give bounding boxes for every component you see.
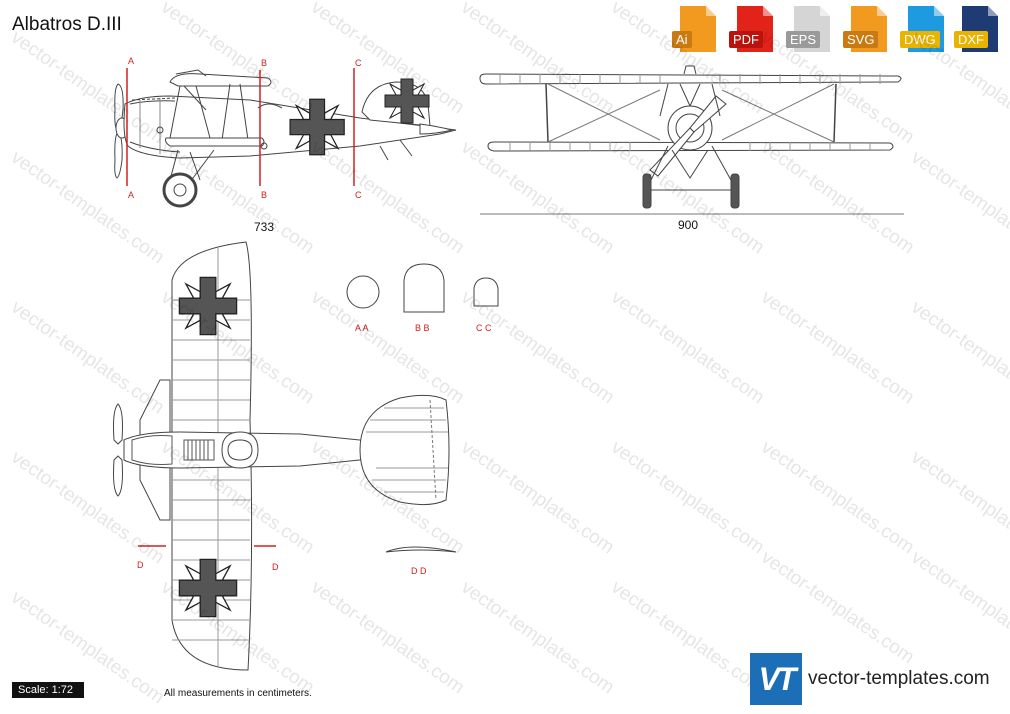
scale-badge: Scale: 1:72	[12, 682, 84, 698]
watermark: vector-templates.com	[7, 147, 168, 268]
watermark: vector-templates.com	[457, 577, 618, 698]
section-dd-label: D D	[411, 566, 427, 576]
measurement-note: All measurements in centimeters.	[164, 688, 312, 699]
format-dwg-label: DWG	[900, 31, 940, 48]
page-title: Albatros D.III	[12, 14, 122, 35]
watermark: vector-templates.com	[457, 287, 618, 408]
section-a-top: A	[128, 56, 134, 66]
watermark: vector-templates.com	[907, 547, 1010, 668]
watermark: vector-templates.com	[907, 27, 1010, 148]
watermark: vector-templates.com	[757, 27, 918, 148]
watermark: vector-templates.com	[757, 437, 918, 558]
watermark: vector-templates.com	[457, 137, 618, 258]
format-dxf-label: DXF	[954, 31, 988, 48]
watermark: vector-templates.com	[907, 297, 1010, 418]
watermark: vector-templates.com	[7, 297, 168, 418]
format-eps-label: EPS	[786, 31, 821, 48]
brand-logo[interactable]: VT	[750, 653, 802, 705]
front-view	[479, 65, 902, 209]
top-view	[113, 241, 450, 671]
span-dimension: 733	[254, 220, 274, 234]
format-eps-button[interactable]: EPS	[786, 6, 834, 52]
section-aa-profile	[346, 275, 380, 309]
watermark: vector-templates.com	[457, 437, 618, 558]
cross-sections	[346, 263, 499, 553]
watermark: vector-templates.com	[307, 137, 468, 258]
section-c-top: C	[355, 58, 362, 68]
section-cc-profile	[473, 277, 499, 307]
brand-site-link[interactable]: vector-templates.com	[808, 668, 990, 689]
side-section-lines	[126, 68, 355, 186]
format-dwg-button[interactable]: DWG	[900, 6, 948, 52]
section-c-bottom: C	[355, 190, 362, 200]
watermark: vector-templates.com	[907, 147, 1010, 268]
section-b-bottom: B	[261, 190, 267, 200]
length-dimension: 900	[678, 218, 698, 232]
watermark: vector-templates.com	[757, 287, 918, 408]
section-aa-label: A A	[355, 323, 369, 333]
section-bb-profile	[403, 263, 445, 313]
watermark: vector-templates.com	[607, 437, 768, 558]
section-cc-label: C C	[476, 323, 492, 333]
format-svg-button[interactable]: SVG	[843, 6, 891, 52]
format-svg-label: SVG	[843, 31, 879, 48]
watermark: vector-templates.com	[457, 0, 618, 118]
format-pdf-button[interactable]: PDF	[729, 6, 777, 52]
format-ai-button[interactable]: Ai	[672, 6, 720, 52]
watermark: vector-templates.com	[307, 577, 468, 698]
watermark: vector-templates.com	[757, 137, 918, 258]
watermark: vector-templates.com	[607, 287, 768, 408]
section-dd-profile	[385, 546, 457, 553]
format-dxf-button[interactable]: DXF	[954, 6, 1002, 52]
watermark: vector-templates.com	[757, 547, 918, 668]
format-pdf-label: PDF	[729, 31, 763, 48]
section-d-right: D	[272, 562, 279, 572]
section-a-bottom: A	[128, 190, 134, 200]
format-ai-label: Ai	[672, 31, 692, 48]
section-bb-label: B B	[415, 323, 430, 333]
section-b-top: B	[261, 58, 267, 68]
watermark: vector-templates.com	[607, 137, 768, 258]
section-d-left: D	[137, 560, 144, 570]
watermark: vector-templates.com	[7, 27, 168, 148]
watermark: vector-templates.com	[607, 577, 768, 698]
